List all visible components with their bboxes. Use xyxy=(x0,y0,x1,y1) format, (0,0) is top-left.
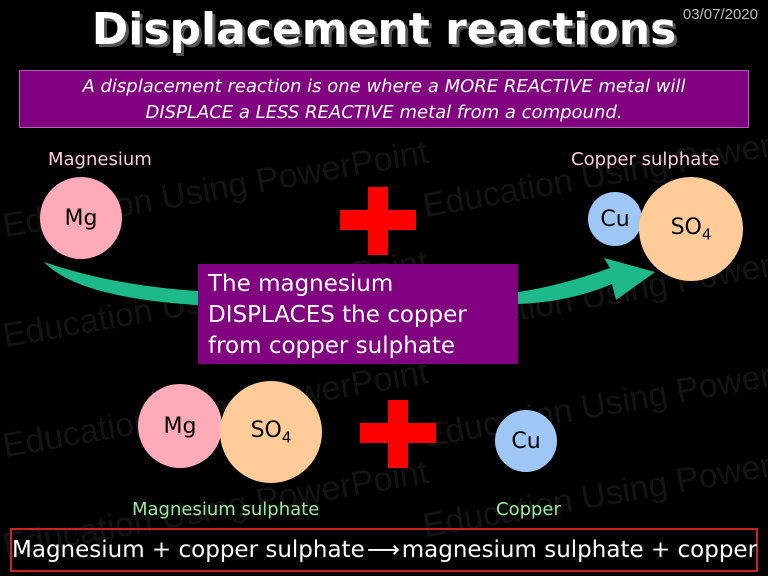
sulphate-ion-product: SO4 xyxy=(220,381,322,483)
callout-line-2: DISPLACES the copper xyxy=(208,302,467,328)
callout-line-1: The magnesium xyxy=(208,271,394,297)
word-equation: Magnesium + copper sulphate⟶magnesium su… xyxy=(10,528,758,572)
copper-atom-product: Cu xyxy=(495,410,557,472)
equation-reactants: Magnesium + copper sulphate xyxy=(12,537,365,563)
copper-sulphate-label: Copper sulphate xyxy=(571,149,720,170)
copper-symbol: Cu xyxy=(511,428,541,454)
definition-line-1: A displacement reaction is one where a M… xyxy=(82,76,686,97)
sulphate-symbol: SO4 xyxy=(250,417,292,447)
magnesium-symbol: Mg xyxy=(64,205,98,231)
copper-label: Copper xyxy=(496,499,561,520)
definition-box: A displacement reaction is one where a M… xyxy=(19,70,749,128)
right-curved-arrow xyxy=(518,258,655,304)
right-arrow-icon: ⟶ xyxy=(366,537,400,563)
magnesium-symbol: Mg xyxy=(163,413,197,439)
equation-products: magnesium sulphate + copper xyxy=(401,537,758,563)
slide-date: 03/07/2020 xyxy=(682,6,758,23)
magnesium-label: Magnesium xyxy=(48,149,152,170)
sulphate-symbol: SO4 xyxy=(670,214,712,244)
magnesium-atom: Mg xyxy=(40,177,122,259)
definition-line-2: DISPLACE a LESS REACTIVE metal from a co… xyxy=(145,102,623,123)
sulphate-ion: SO4 xyxy=(639,177,743,281)
magnesium-atom-product: Mg xyxy=(138,384,222,468)
copper-atom: Cu xyxy=(588,192,642,246)
left-curved-arrow xyxy=(44,262,215,306)
slide-title: Displacement reactions xyxy=(91,4,677,55)
displacement-callout: The magnesium DISPLACES the copper from … xyxy=(198,264,518,364)
callout-line-3: from copper sulphate xyxy=(208,333,456,359)
magnesium-sulphate-label: Magnesium sulphate xyxy=(132,499,320,520)
copper-symbol: Cu xyxy=(600,206,630,232)
